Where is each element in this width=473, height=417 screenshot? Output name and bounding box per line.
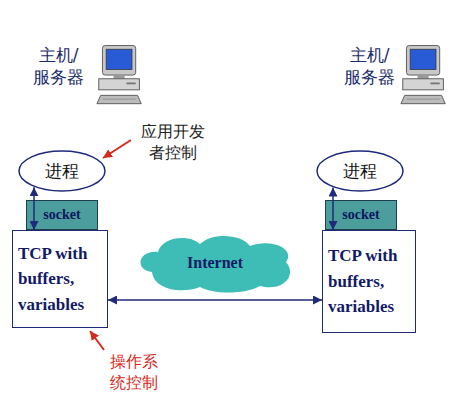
node-text: socket [43,207,80,223]
leader-arrow [103,140,131,158]
process-ellipse: 进程 [18,150,106,192]
node-text: Internet [187,254,243,272]
socket-box: socket [325,200,397,230]
connector-arrow [332,188,334,230]
process-ellipse: 进程 [316,150,404,192]
tcp-box: TCP with buffers, variables [12,230,108,328]
connector-arrow [33,187,35,230]
annotation-text: 操作系统控制 [108,352,160,394]
connector-arrow [108,299,322,301]
computer-icon [97,46,141,104]
annotation-text: 应用开发者控制 [138,122,208,164]
node-text: TCP with buffers, variables [18,241,102,318]
node-text: 进程 [343,160,377,183]
socket-box: socket [26,200,98,230]
host-label: 主机/ 服务器 [341,44,398,88]
host-label: 主机/ 服务器 [30,44,87,88]
node-text: TCP with buffers, variables [328,243,410,320]
node-text: socket [342,207,379,223]
leader-arrow [90,331,104,350]
node-text: 进程 [45,160,79,183]
tcp-box: TCP with buffers, variables [322,230,416,333]
computer-icon [401,46,445,104]
internet-cloud: Internet [132,232,298,294]
